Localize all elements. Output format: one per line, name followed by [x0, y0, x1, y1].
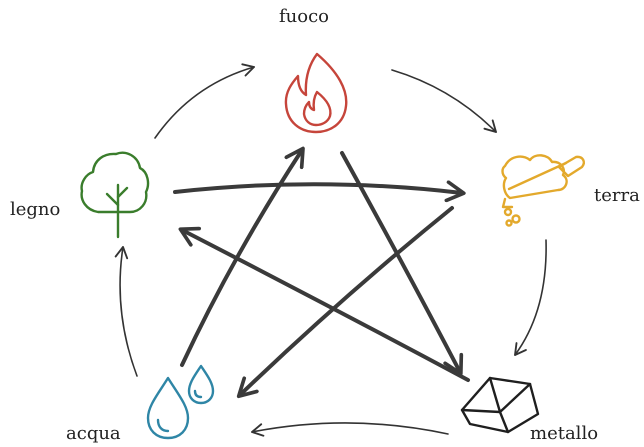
label-fuoco: fuoco [279, 6, 330, 27]
arrow-terra-to-acqua [236, 206, 454, 399]
arrow-legno-to-fuoco [154, 63, 255, 139]
overcoming-cycle [173, 146, 470, 399]
label-terra: terra [594, 185, 640, 206]
arrow-acqua-to-fuoco [180, 146, 305, 367]
metal-ingot-icon [460, 376, 540, 434]
arrow-metallo-to-acqua [251, 422, 449, 437]
tree-icon [80, 151, 150, 239]
arrow-acqua-to-legno [114, 246, 138, 377]
label-metallo: metallo [530, 423, 599, 444]
arrow-fuoco-to-metallo [340, 151, 464, 376]
arrow-legno-to-terra [173, 180, 466, 203]
fire-icon [284, 52, 348, 134]
arrow-metallo-to-legno [178, 226, 470, 382]
water-drops-icon [146, 364, 215, 440]
arrow-terra-to-metallo [514, 239, 547, 356]
soil-shovel-icon [501, 154, 585, 227]
arrow-fuoco-to-terra [391, 69, 497, 133]
generating-cycle [114, 63, 547, 437]
label-legno: legno [10, 199, 61, 220]
label-acqua: acqua [66, 423, 121, 444]
